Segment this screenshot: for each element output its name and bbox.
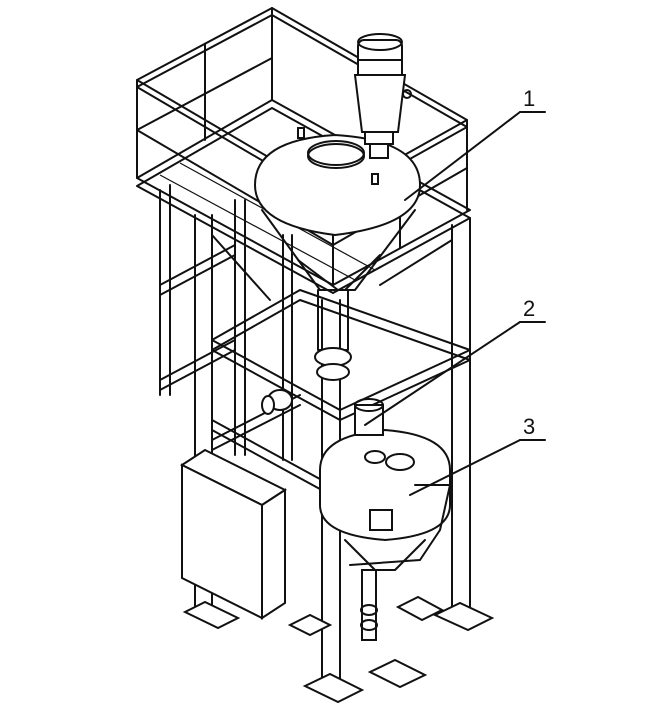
mixing-vessel-3 (319, 398, 451, 641)
base-plates (182, 595, 495, 704)
support-frame (159, 184, 471, 681)
drive-motor (353, 33, 412, 159)
callout-label-2: 2 (523, 296, 536, 321)
callout-label-1: 1 (523, 86, 536, 111)
callout-leaders (364, 111, 546, 496)
rotary-valve (261, 347, 352, 415)
control-cabinet (179, 448, 288, 620)
callout-label-3: 3 (523, 414, 536, 439)
